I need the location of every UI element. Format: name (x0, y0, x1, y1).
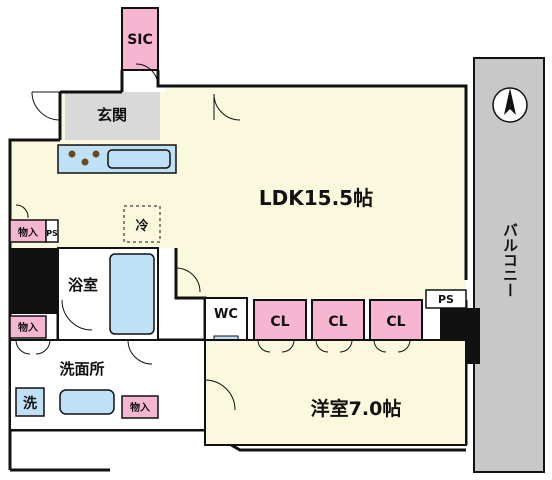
stove-burners-icon (68, 150, 100, 166)
closet-2 (311, 299, 365, 341)
sic-closet (121, 7, 159, 71)
youshitsu-label: 洋室7.0帖 (311, 397, 402, 420)
yokushitsu-label: 浴室 (68, 276, 98, 294)
cl-2-label: CL (328, 314, 347, 330)
genkan-floor (65, 92, 160, 140)
youshitsu-room (204, 339, 467, 446)
closet-3 (369, 299, 423, 341)
balcony-area (473, 57, 545, 473)
north-arrow-icon (492, 87, 528, 123)
ldk-label: LDK15.5帖 (259, 186, 373, 210)
monoire-2-box (9, 315, 47, 339)
shaft-black (10, 248, 58, 314)
sic-label: SIC (127, 32, 153, 48)
washer-box (15, 387, 45, 417)
door-swings (15, 63, 411, 411)
cl-1-label: CL (270, 314, 289, 330)
monoire-2-label: 物入 (18, 321, 38, 334)
cl-3-label: CL (386, 314, 405, 330)
senmenjo-label: 洗面所 (59, 360, 104, 378)
ps-small-label: PS (46, 229, 58, 238)
sen-label: 洗 (23, 395, 37, 412)
wc-label: WC (214, 307, 238, 322)
wash-basin (59, 389, 115, 415)
sink (107, 149, 171, 169)
monoire-1-label: 物入 (18, 226, 38, 239)
fridge-space (123, 205, 161, 243)
ps-label: PS (438, 293, 454, 306)
balcony-label: バルコニー (501, 223, 519, 298)
monoire-3-box (121, 395, 159, 419)
genkan-label: 玄関 (97, 106, 127, 124)
ps-small-box (45, 219, 59, 243)
bathtub (109, 253, 155, 335)
monoire-3-label: 物入 (130, 401, 150, 414)
rei-label: 冷 (135, 218, 148, 234)
